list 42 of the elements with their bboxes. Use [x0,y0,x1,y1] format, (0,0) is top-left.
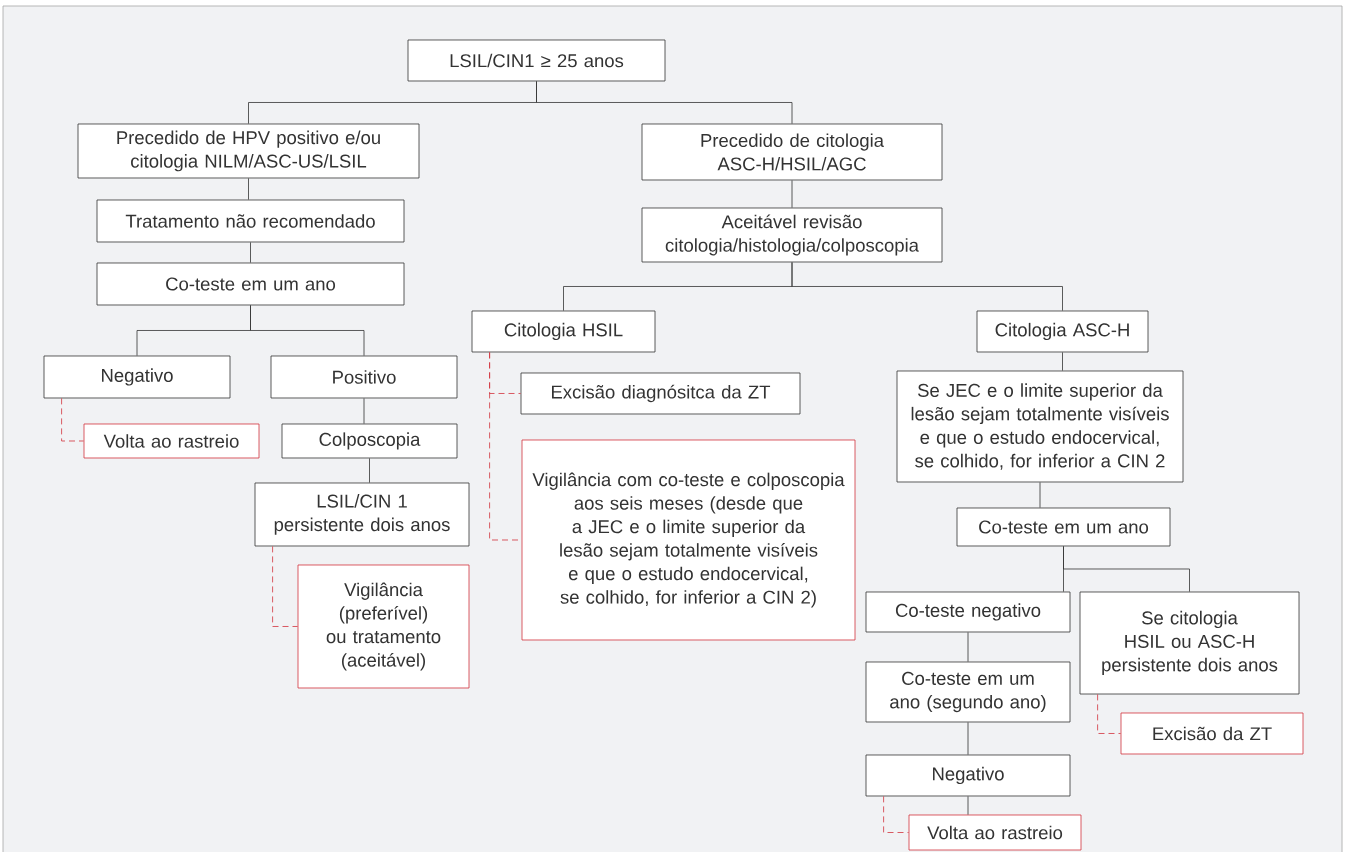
connector-line [791,262,1063,311]
connector-line [248,178,249,200]
connector-line [369,458,370,483]
connector-line [1039,482,1041,508]
process-box: LSIL/CIN 1 persistente dois anos [254,482,470,547]
connector-line [967,796,969,815]
leader-line [272,546,298,627]
outcome-box: Volta ao rastreio [83,423,260,459]
connector-line [791,180,793,208]
process-box: Co-teste em um ano [956,507,1171,547]
process-box: Tratamento não recomendado [96,199,405,243]
process-box: Aceitável revisão citologia/histologia/colposcopia [641,207,943,263]
connector-line [250,305,365,356]
process-box: Excisão diagnósitca da ZT [520,372,801,415]
process-box: Co-teste em um ano (segundo ano) [865,661,1071,723]
connector-line [250,242,251,263]
process-box: Negativo [43,355,231,399]
process-box: Citologia ASC-H [976,310,1149,353]
process-box: Co-teste negativo [865,591,1071,633]
process-box: Positivo [270,355,458,399]
connector-line [967,722,969,755]
leader-line [883,796,909,833]
connector-line [363,398,365,424]
process-box: Negativo [865,754,1071,797]
outcome-box: Excisão da ZT [1120,712,1304,755]
process-box: Co-teste em um ano [96,262,405,306]
connector-line [967,632,969,662]
process-box: Precedido de HPV positivo e/ou citologia NILM/ASC-US/LSIL [77,123,420,179]
connector-line [536,81,793,124]
outcome-box: Vigilância com co-teste e colposcopia aos seis meses (desde que a JEC e o limite superior da lesão sejam totalmente visíveis e que o estudo endocervical, se colhido, for inferior a CIN 2) [521,439,856,641]
process-box: Se JEC e o limite superior da lesão sejam totalmente visíveis e que o estudo endocervical, se colhido, for inferior a CIN 2 [896,370,1184,483]
connector-line [1062,352,1063,371]
outcome-box: Vigilância (preferível) ou tratamento (aceitável) [297,564,470,689]
process-box: Colposcopia [281,423,458,459]
leader-line [61,398,84,442]
connector-line [1063,546,1190,592]
process-box: Se citologia HSIL ou ASC-H persistente dois anos [1079,591,1300,695]
leader-line [1097,694,1121,734]
process-box: Precedido de citologia ASC-H/HSIL/AGC [641,123,943,181]
outcome-box: Volta ao rastreio [908,814,1082,851]
process-box: Citologia HSIL [471,310,656,353]
process-box: LSIL/CIN1 ≥ 25 anos [407,39,666,82]
